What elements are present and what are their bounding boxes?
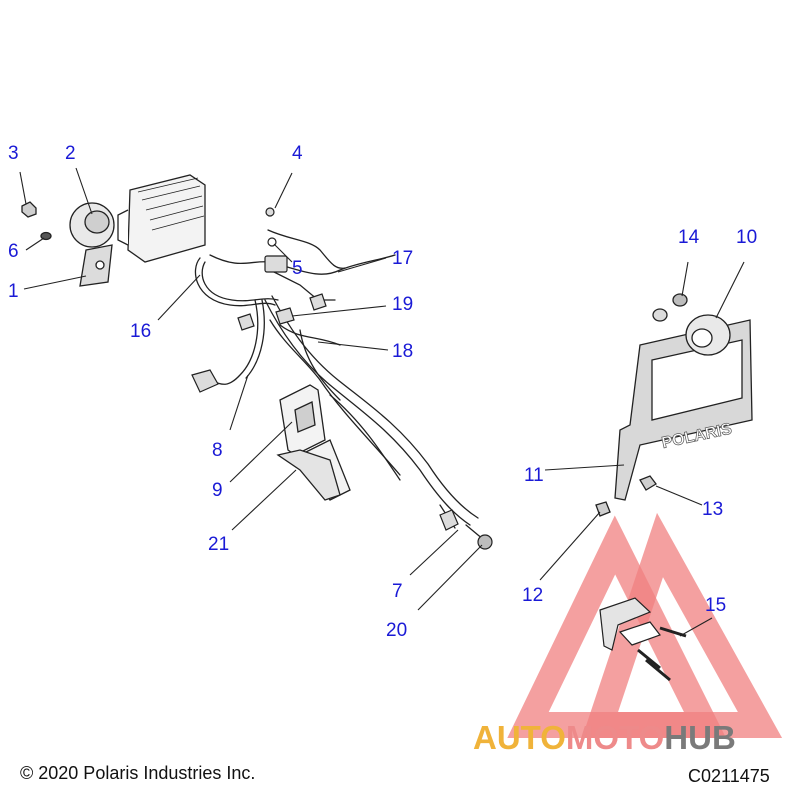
callout-20: 20 [386, 620, 408, 641]
drawing-code: C0211475 [688, 766, 770, 786]
fuse-block [276, 384, 351, 501]
callout-1: 1 [8, 281, 19, 302]
callout-2: 2 [65, 143, 76, 164]
watermark-moto: MOTO [565, 719, 665, 756]
callout-15: 15 [705, 595, 727, 616]
callout-19: 19 [392, 294, 414, 315]
voltage-regulator-group [21, 174, 206, 287]
callout-5: 5 [292, 258, 303, 279]
callout-12: 12 [522, 585, 544, 606]
callout-18: 18 [392, 341, 414, 362]
callout-13: 13 [702, 499, 724, 520]
callout-14: 14 [678, 227, 700, 248]
callout-21: 21 [208, 534, 230, 555]
callout-9: 9 [212, 480, 223, 501]
leader-lines [19, 167, 745, 637]
callout-6: 6 [8, 241, 19, 262]
watermark-hub: HUB [664, 719, 736, 756]
plate-bracket: POLARIS [595, 293, 753, 517]
harness-connectors [191, 207, 493, 550]
small-bracket [599, 597, 687, 682]
callout-17: 17 [392, 248, 414, 269]
watermark-text: AUTOMOTOHUB [473, 719, 736, 757]
callout-3: 3 [8, 143, 19, 164]
callout-7: 7 [392, 581, 403, 602]
callout-10: 10 [736, 227, 758, 248]
wiring-harness [194, 229, 491, 546]
copyright-text: © 2020 Polaris Industries Inc. [20, 763, 256, 783]
watermark-auto: AUTO [473, 719, 566, 756]
callout-4: 4 [292, 143, 303, 164]
callout-8: 8 [212, 440, 223, 461]
callout-11: 11 [524, 465, 544, 486]
callout-16: 16 [130, 321, 152, 342]
